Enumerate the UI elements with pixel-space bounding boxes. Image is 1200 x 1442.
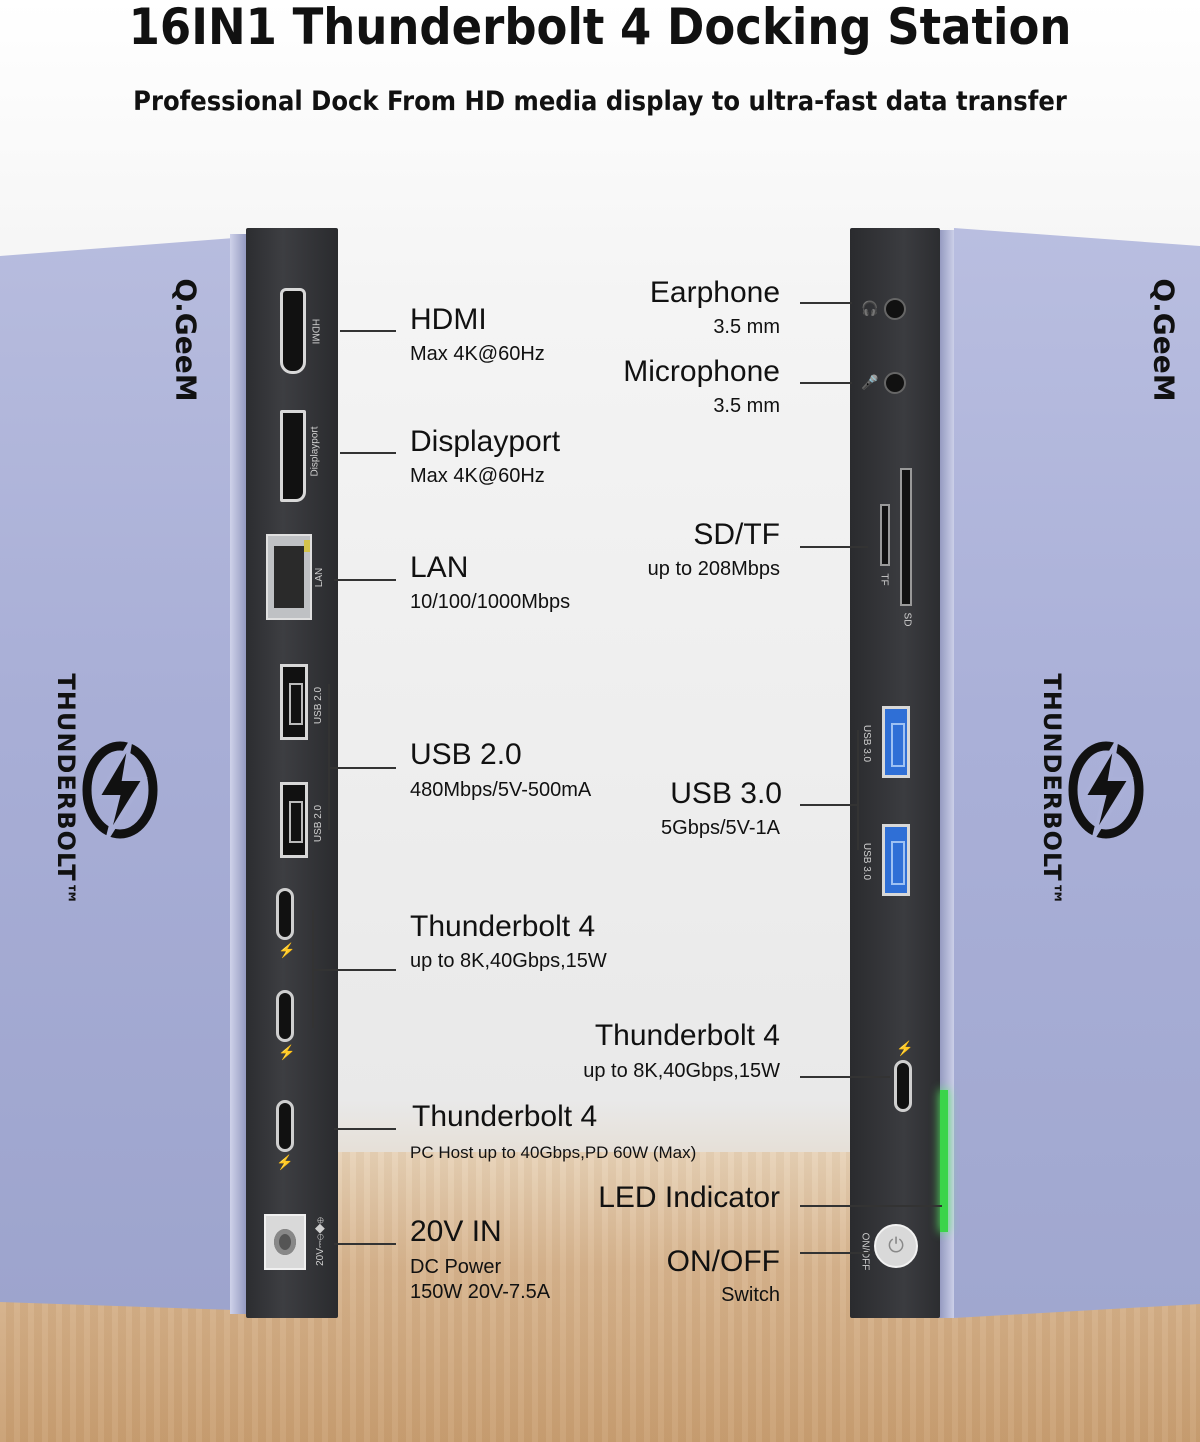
lan-leader-line <box>334 579 396 581</box>
callout-led-title: LED Indicator <box>598 1181 780 1214</box>
usb3-port-2-marking: USB 3.0 <box>861 842 873 881</box>
thunderbolt-logo-icon <box>82 741 158 839</box>
hdmi-port[interactable] <box>280 288 306 374</box>
hdmi-leader-line <box>340 330 396 332</box>
headphone-icon: 🎧 <box>861 300 879 316</box>
dc-power-jack[interactable] <box>264 1214 306 1270</box>
usb3-port-2[interactable] <box>882 824 910 896</box>
callout-sdtf-detail: up to 208Mbps <box>647 558 780 580</box>
page-title: 16IN1 Thunderbolt 4 Docking Station <box>128 0 1072 56</box>
lan-led-icon <box>304 540 310 552</box>
usb3-port-1-marking: USB 3.0 <box>861 724 873 763</box>
thunderbolt4-port-2[interactable] <box>276 990 294 1042</box>
earphone-jack[interactable] <box>884 298 906 320</box>
usb3-port-1[interactable] <box>882 706 910 778</box>
dc-port-marking: 20V⎓⊖◆⊕ <box>314 1217 326 1266</box>
callout-onoff-title: ON/OFF <box>666 1245 780 1278</box>
callout-displayport-detail: Max 4K@60Hz <box>410 465 545 487</box>
onoff-leader-line <box>800 1252 872 1254</box>
thunderbolt-leader-line <box>314 969 396 971</box>
callout-hdmi-detail: Max 4K@60Hz <box>410 343 545 365</box>
usb2-bracket <box>328 684 330 830</box>
brand-logo-right: Q.GeeM <box>1147 278 1181 402</box>
sd-slot-marking: SD <box>901 612 913 627</box>
callout-hdmi-title: HDMI <box>410 303 487 336</box>
callout-dc-detail-2: 150W 20V-7.5A <box>410 1281 551 1303</box>
displayport-port-marking: Displayport <box>309 426 321 477</box>
callout-displayport-title: Displayport <box>410 425 561 458</box>
callout-dc-detail: DC Power <box>410 1256 502 1278</box>
microphone-leader-line <box>800 382 852 384</box>
thunderbolt4-host-port[interactable] <box>276 1100 294 1152</box>
thunderbolt-bolt-icon: ⚡ <box>278 1044 296 1060</box>
callout-thunderbolt-title: Thunderbolt 4 <box>410 910 596 943</box>
thunderbolt-bolt-icon: ⚡ <box>278 942 296 958</box>
usb2-port-2-marking: USB 2.0 <box>313 804 325 843</box>
callout-microphone-title: Microphone <box>623 355 780 388</box>
thunderbolt4-port-1[interactable] <box>276 888 294 940</box>
power-icon: ⏻ <box>888 1235 904 1257</box>
tf-card-slot[interactable] <box>880 504 890 566</box>
callout-lan-detail: 10/100/1000Mbps <box>410 591 571 613</box>
brand-logo-left: Q.GeeM <box>169 278 203 402</box>
callout-dc-title: 20V IN <box>410 1215 502 1248</box>
usb3-leader-line <box>800 804 858 806</box>
usb2-port-1-marking: USB 2.0 <box>313 686 325 725</box>
callout-onoff-detail: Switch <box>721 1284 780 1306</box>
laptop-bolt-icon: ⚡ <box>276 1154 294 1170</box>
callout-earphone-detail: 3.5 mm <box>713 316 780 338</box>
displayport-port[interactable] <box>280 410 306 502</box>
lan-port[interactable] <box>266 534 312 620</box>
power-button[interactable]: ⏻ <box>874 1224 918 1268</box>
led-leader-line <box>800 1205 942 1207</box>
callout-thunderbolt-right-detail: up to 8K,40Gbps,15W <box>583 1060 780 1082</box>
callout-earphone-title: Earphone <box>649 276 780 309</box>
lan-port-marking: LAN <box>314 567 326 588</box>
dc-leader-line <box>334 1243 396 1245</box>
thunderbolt-bracket <box>312 910 314 1028</box>
thunderbolt-logo-icon <box>1068 741 1144 839</box>
thunderbolt-bolt-icon: ⚡ <box>896 1040 914 1056</box>
displayport-leader-line <box>340 452 396 454</box>
microphone-icon: 🎤 <box>861 374 879 390</box>
callout-host-detail: PC Host up to 40Gbps,PD 60W (Max) <box>410 1143 697 1162</box>
sd-card-slot[interactable] <box>900 468 912 606</box>
callout-usb2-detail: 480Mbps/5V-500mA <box>410 779 592 801</box>
dock-right-edge <box>938 230 956 1318</box>
tf-slot-marking: TF <box>878 573 890 586</box>
callout-thunderbolt-detail: up to 8K,40Gbps,15W <box>410 950 607 972</box>
callout-host-title: Thunderbolt 4 <box>412 1100 598 1133</box>
thunderbolt-wordmark-right: THUNDERBOLT™ <box>1038 673 1066 907</box>
usb2-port-1[interactable] <box>280 664 308 740</box>
host-leader-line <box>334 1128 396 1130</box>
usb2-port-2[interactable] <box>280 782 308 858</box>
callout-microphone-detail: 3.5 mm <box>713 395 780 417</box>
microphone-jack[interactable] <box>884 372 906 394</box>
page-subtitle: Professional Dock From HD media display … <box>133 86 1067 117</box>
usb3-bracket <box>857 730 859 850</box>
thunderbolt-wordmark-left: THUNDERBOLT™ <box>52 673 80 907</box>
dock-left-edge <box>230 234 248 1314</box>
sdtf-leader-line <box>800 546 868 548</box>
callout-usb3-title: USB 3.0 <box>670 777 782 810</box>
callout-usb3-detail: 5Gbps/5V-1A <box>661 817 780 839</box>
callout-sdtf-title: SD/TF <box>693 518 780 551</box>
thunderbolt4-port-right[interactable] <box>894 1060 912 1112</box>
callout-lan-title: LAN <box>410 551 469 584</box>
callout-thunderbolt-right-title: Thunderbolt 4 <box>594 1019 780 1052</box>
led-indicator-bar <box>940 1090 948 1232</box>
earphone-leader-line <box>800 302 852 304</box>
hdmi-port-marking: HDMI <box>309 318 321 345</box>
usb2-leader-line <box>330 767 396 769</box>
callout-usb2-title: USB 2.0 <box>410 738 522 771</box>
thunderbolt-right-leader-line <box>800 1076 890 1078</box>
